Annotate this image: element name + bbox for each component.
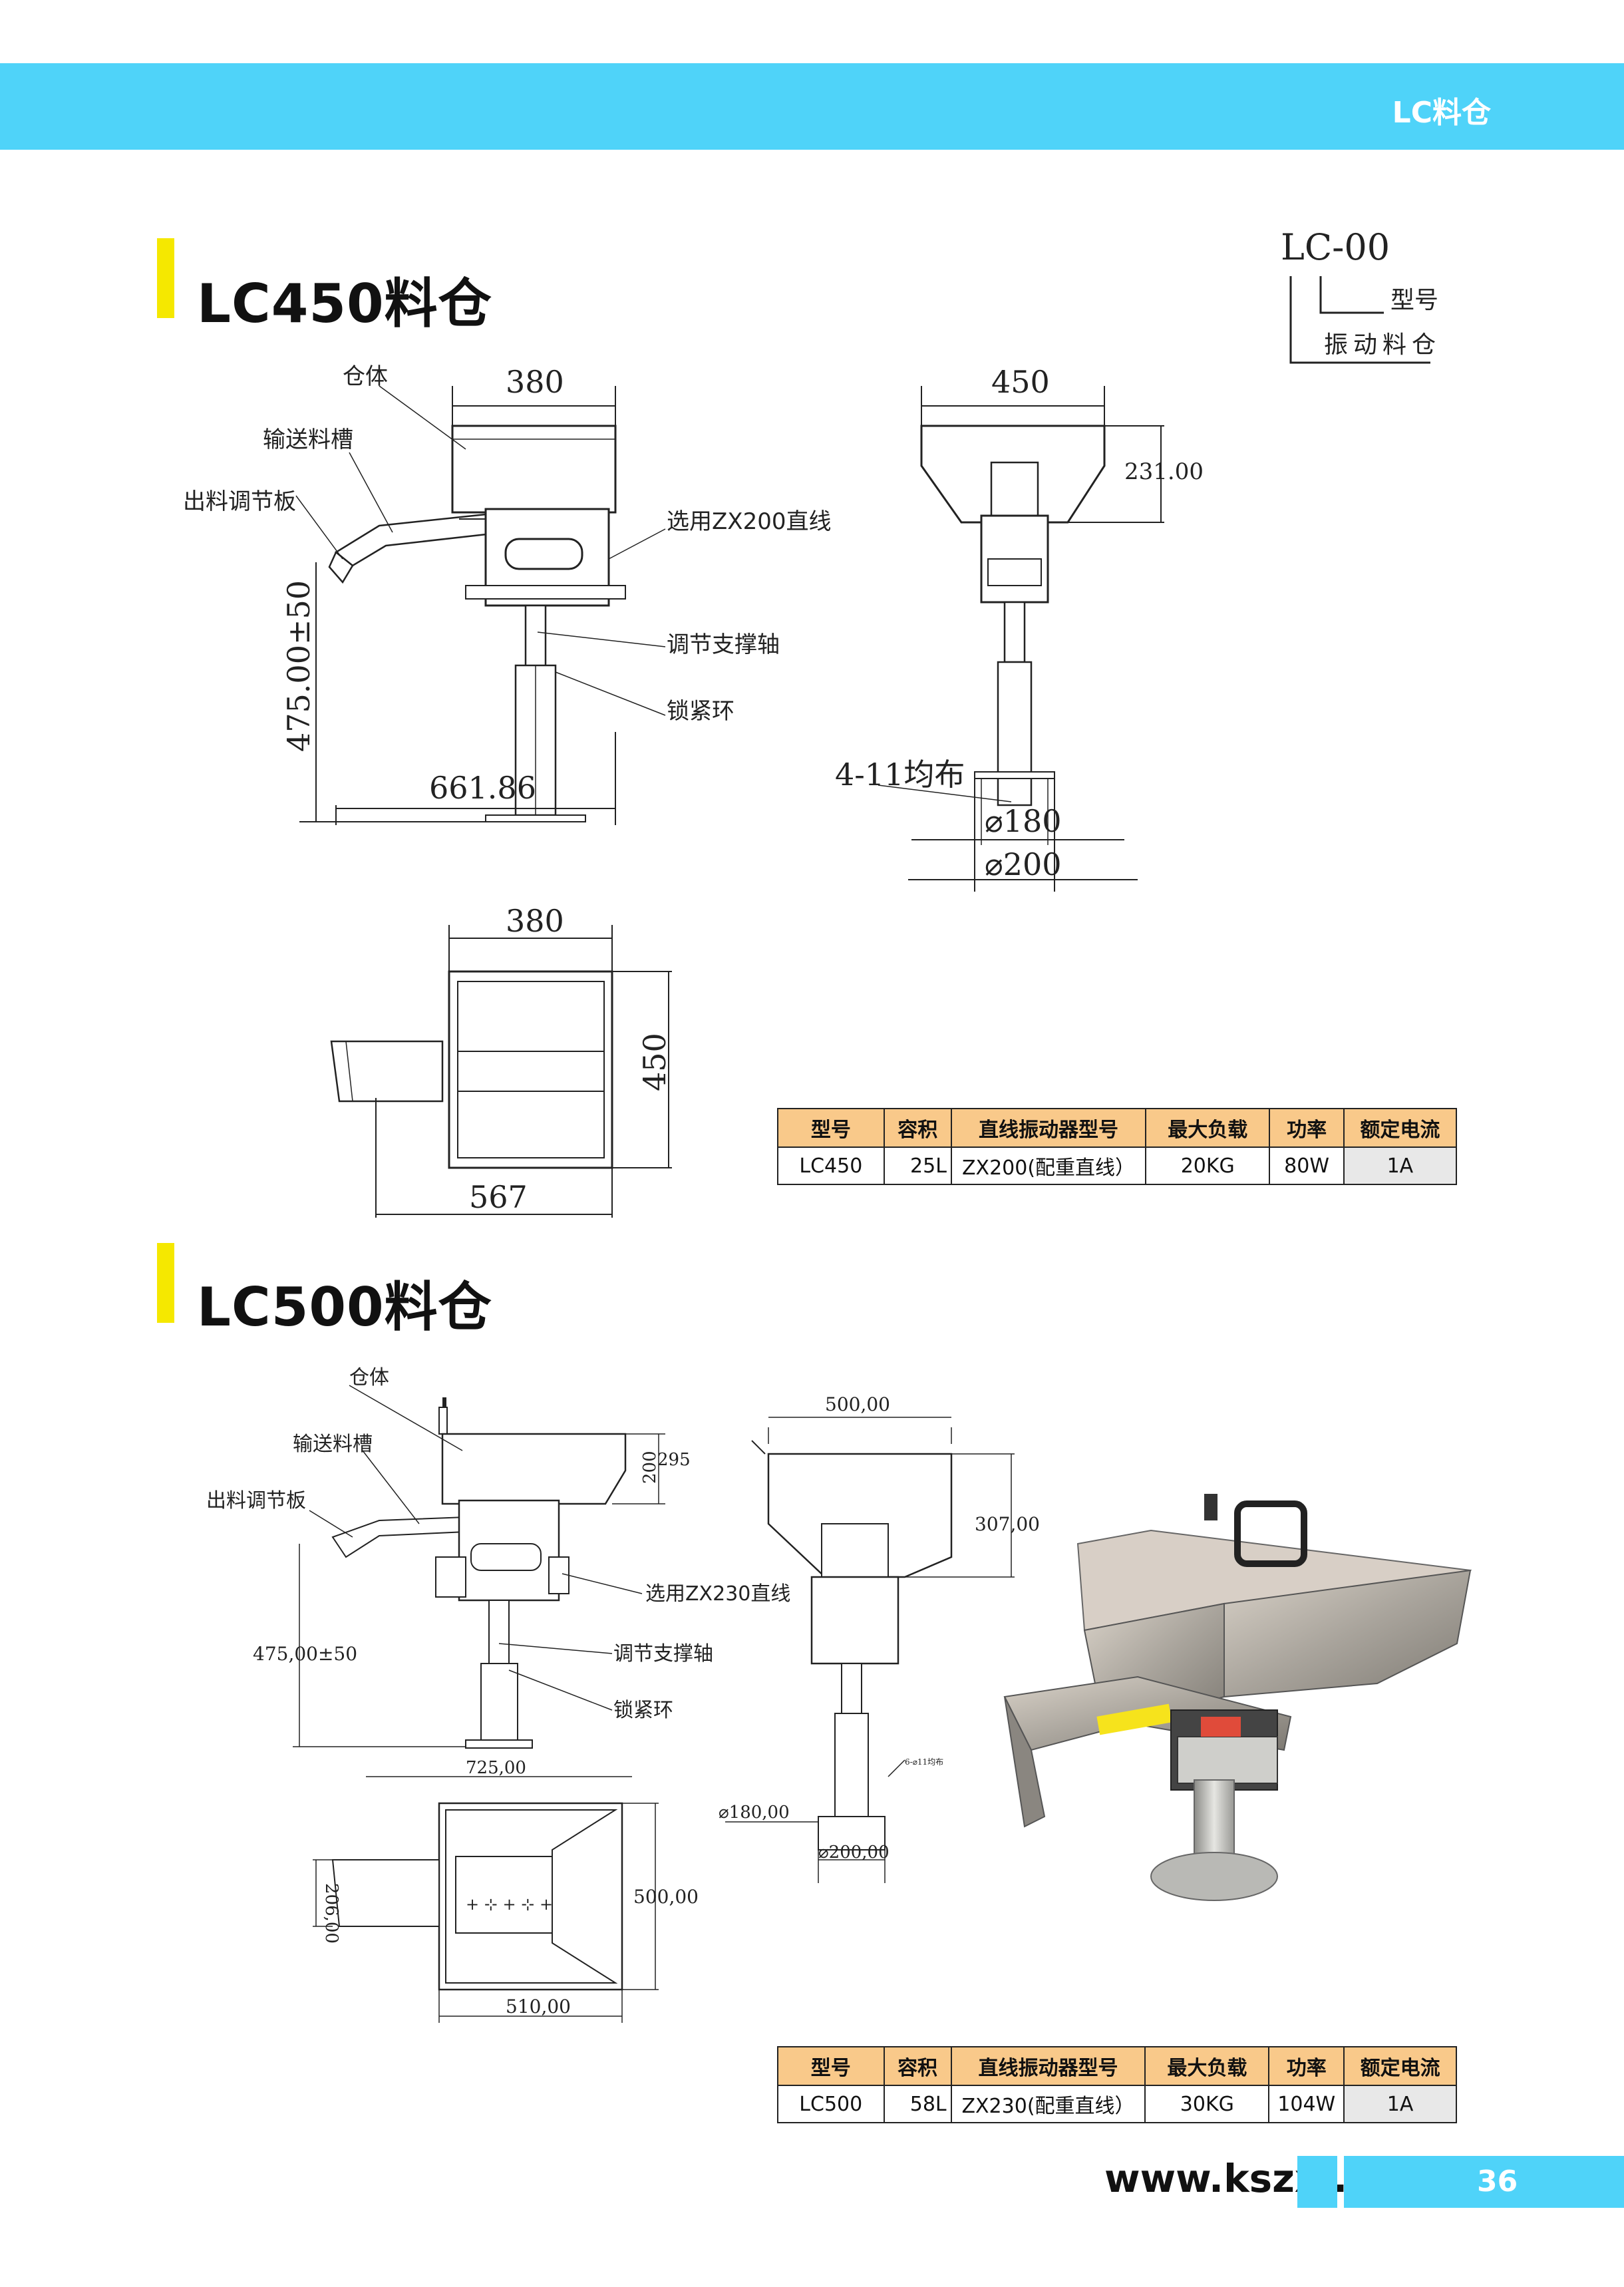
footer-accent xyxy=(1297,2156,1337,2208)
dim-top-length-overall: 725,00 xyxy=(466,1758,526,1778)
label-chute: 输送料槽 xyxy=(293,1433,373,1456)
table-cell: LC450 xyxy=(777,1146,885,1185)
label-holes: 6-⌀11均布 xyxy=(905,1757,943,1767)
label-lock-ring: 锁紧环 xyxy=(613,1699,673,1722)
dim-side-h1: 200 xyxy=(640,1451,660,1484)
table-cell: 30KG xyxy=(1144,2085,1270,2123)
table-header: 最大负载 xyxy=(1145,1108,1271,1148)
table-header: 直线振动器型号 xyxy=(950,2046,1146,2086)
dim-top-depth: 450 xyxy=(637,1033,673,1091)
label-holes: 4-11均布 xyxy=(835,757,965,792)
table-header: 额定电流 xyxy=(1343,1108,1458,1148)
table-header: 额定电流 xyxy=(1343,2046,1457,2086)
product-photo xyxy=(1003,1494,1472,1901)
dim-top-width: 206,00 xyxy=(321,1883,341,1944)
legend-product-label: 振动料仓 xyxy=(1324,331,1441,359)
lc450-top-view: 380 450 567 xyxy=(330,903,673,1218)
category-title: LC料仓 xyxy=(1392,96,1491,130)
table-cell: ZX230(配重直线） xyxy=(950,2085,1146,2123)
legend-model-label: 型号 xyxy=(1390,287,1438,314)
dim-top-width: 380 xyxy=(506,903,564,939)
table-header: 功率 xyxy=(1268,2046,1345,2086)
dim-front-width: 450 xyxy=(991,364,1050,400)
table-header: 容积 xyxy=(883,2046,952,2086)
dim-side-h2: 295 xyxy=(657,1450,691,1470)
dim-front-width: 500,00 xyxy=(825,1393,890,1415)
dim-base-inner: ⌀180 xyxy=(985,803,1062,839)
page-number: 36 xyxy=(1344,2156,1624,2208)
lc450-front-view: 450 231.00 ⌀180 ⌀200 4-11均布 xyxy=(835,364,1204,892)
label-lock-ring: 锁紧环 xyxy=(667,698,734,725)
label-outlet-plate: 出料调节板 xyxy=(183,488,296,515)
dim-side-length: 661.86 xyxy=(429,770,536,806)
section-title-lc500: LC500料仓 xyxy=(197,1276,492,1338)
label-feeder: 选用ZX230直线 xyxy=(645,1582,790,1606)
section-marker-lc500 xyxy=(157,1243,174,1323)
spec-table-lc450: 型号 容积 直线振动器型号 最大负载 功率 额定电流 LC450 25L ZX2… xyxy=(777,1108,1458,1185)
lc450-side-view: 380 475.00±50 661.86 仓体 输送料槽 出料调节板 选用ZX2… xyxy=(183,363,831,825)
lc500-top-view: 725,00 + ⊹ + ⊹ + 206,00 500,00 510,00 xyxy=(313,1758,699,2023)
table-cell: 80W xyxy=(1269,1146,1345,1185)
table-cell: 20KG xyxy=(1145,1146,1271,1185)
label-body: 仓体 xyxy=(349,1366,389,1389)
dim-base-outer: ⌀200 xyxy=(985,846,1062,882)
table-header: 型号 xyxy=(777,1108,885,1148)
dim-side-width: 380 xyxy=(506,364,564,400)
lc500-side-view: 200 295 475,00±50 仓体 输送料槽 出料调节板 选用ZX230直… xyxy=(206,1366,790,1749)
table-cell: 1A xyxy=(1343,1146,1458,1185)
dim-top-depth: 500,00 xyxy=(633,1886,699,1908)
table-header: 容积 xyxy=(883,1108,952,1148)
label-outlet-plate: 出料调节板 xyxy=(206,1489,306,1512)
dim-base-outer: ⌀200,00 xyxy=(818,1843,890,1862)
lc500-front-view: 500,00 307,00 ⌀180,00 ⌀200,00 6-⌀11均布 xyxy=(719,1393,1040,1883)
table-header: 最大负载 xyxy=(1144,2046,1270,2086)
table-row: LC450 25L ZX200(配重直线） 20KG 80W 1A xyxy=(777,1146,1458,1185)
label-chute: 输送料槽 xyxy=(263,427,353,453)
model-code-legend: LC-00 型号 振动料仓 xyxy=(1281,226,1441,364)
table-cell: 58L xyxy=(883,2085,952,2123)
label-support-shaft: 调节支撑轴 xyxy=(667,631,780,658)
table-cell: 104W xyxy=(1268,2085,1345,2123)
label-feeder: 选用ZX200直线 xyxy=(667,508,831,535)
dim-top-length: 510,00 xyxy=(506,1996,571,2018)
table-header: 型号 xyxy=(777,2046,885,2086)
label-support-shaft: 调节支撑轴 xyxy=(613,1642,713,1666)
table-header: 功率 xyxy=(1269,1108,1345,1148)
dim-front-height: 231.00 xyxy=(1124,458,1204,485)
legend-code: LC-00 xyxy=(1281,226,1390,268)
dim-front-height: 307,00 xyxy=(975,1513,1040,1535)
table-cell: 1A xyxy=(1343,2085,1457,2123)
section-title-lc450: LC450料仓 xyxy=(197,273,492,335)
section-marker-lc450 xyxy=(157,238,174,318)
dim-side-height: 475,00±50 xyxy=(253,1643,357,1665)
dim-base-inner: ⌀180,00 xyxy=(719,1803,790,1823)
header-bar: LC料仓 xyxy=(0,63,1624,150)
table-header: 直线振动器型号 xyxy=(950,1108,1147,1148)
dim-top-length: 567 xyxy=(469,1179,528,1215)
dim-side-height: 475.00±50 xyxy=(281,580,317,752)
table-row: LC500 58L ZX230(配重直线） 30KG 104W 1A xyxy=(777,2085,1457,2123)
label-body: 仓体 xyxy=(343,363,388,390)
svg-text:+ ⊹ + ⊹ +: + ⊹ + ⊹ + xyxy=(466,1895,553,1914)
table-cell: 25L xyxy=(883,1146,952,1185)
spec-table-lc500: 型号 容积 直线振动器型号 最大负载 功率 额定电流 LC500 58L ZX2… xyxy=(777,2046,1457,2123)
table-cell: ZX200(配重直线） xyxy=(950,1146,1147,1185)
table-cell: LC500 xyxy=(777,2085,885,2123)
